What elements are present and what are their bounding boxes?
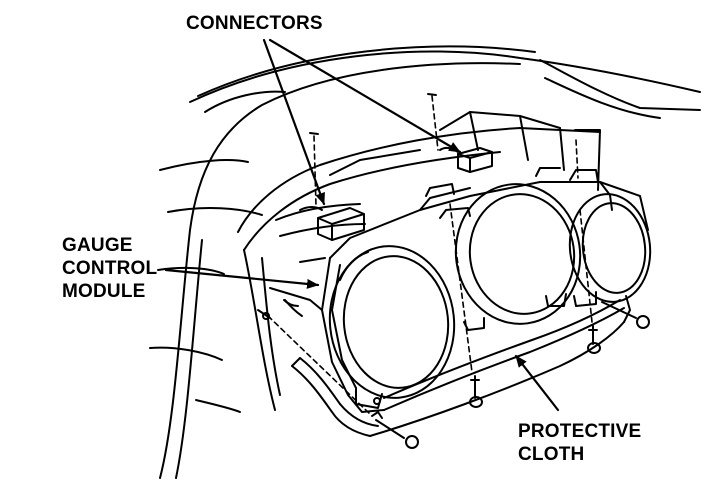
cloth-label-line-1: PROTECTIVE [518, 421, 642, 442]
gauge-label-line-3: MODULE [62, 281, 146, 302]
top-screw-marks [309, 93, 437, 135]
gauge-label-line-1: GAUGE [62, 235, 133, 256]
connectors-drawing [299, 146, 493, 241]
screws [257, 299, 650, 449]
connectors-label-text: CONNECTORS [186, 13, 323, 34]
alignment-dashes [267, 95, 593, 415]
protective-cloth-label: PROTECTIVE CLOTH [518, 420, 641, 466]
gauge-cluster [321, 167, 652, 413]
gauge-control-module-label: GAUGE CONTROL MODULE [62, 234, 157, 303]
cloth-label-line-2: CLOTH [518, 444, 585, 465]
leader-lines [164, 38, 560, 412]
dashboard-outline [149, 45, 701, 479]
protective-cloth [291, 295, 631, 437]
connectors-label: CONNECTORS [186, 12, 323, 35]
gauge-label-line-2: CONTROL [62, 258, 158, 279]
